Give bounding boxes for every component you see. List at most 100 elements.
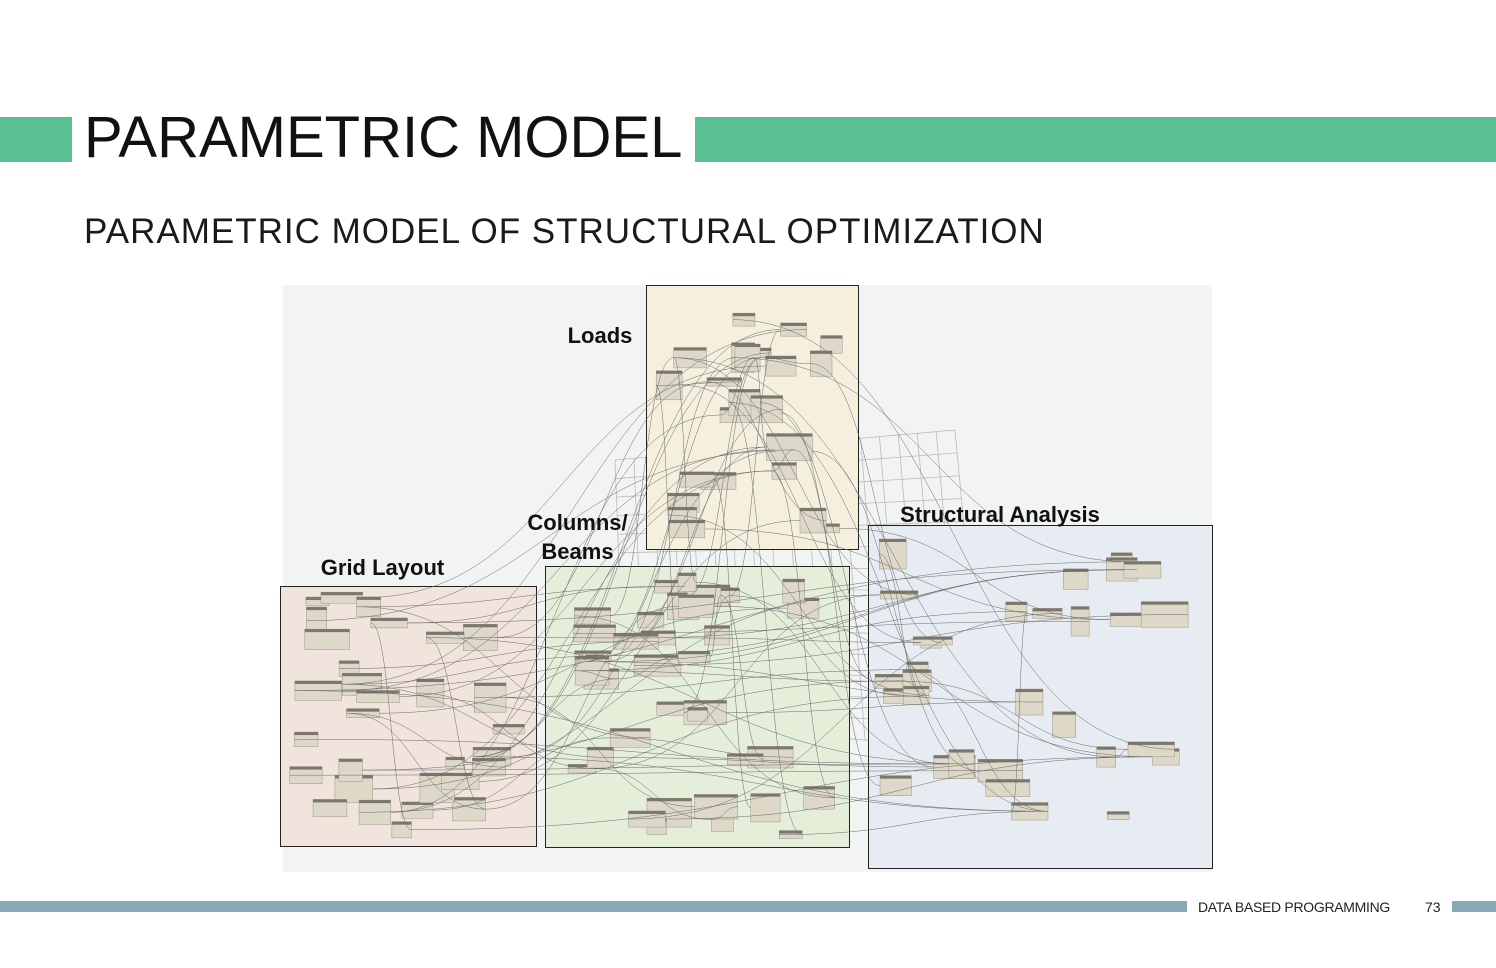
graph-wire — [497, 381, 707, 638]
graph-node-header — [338, 758, 363, 762]
graph-node-header — [669, 520, 705, 524]
graph-wire — [760, 402, 934, 768]
graph-node-header — [1111, 552, 1133, 556]
graph-node-header — [880, 590, 918, 594]
graph-wire — [339, 641, 659, 669]
graph-wire — [771, 470, 835, 799]
graph-wire — [714, 605, 1153, 758]
graph-node-header — [416, 679, 444, 683]
graph-wire — [656, 381, 742, 386]
graph-node-header — [687, 707, 708, 711]
graph-node-header — [294, 680, 342, 684]
graph-node-header — [694, 794, 738, 798]
graph-node-header — [637, 612, 664, 616]
graph-node-header — [750, 793, 781, 797]
graph-node-header — [304, 629, 350, 633]
graph-node-header — [766, 433, 813, 437]
graph-node-header — [820, 335, 843, 339]
graph-node-header — [678, 572, 697, 576]
graph-wire — [610, 737, 794, 758]
graph-wire — [668, 514, 930, 696]
graph-wire — [575, 611, 1027, 671]
graph-node-header — [426, 631, 465, 635]
footer-bar-left — [0, 901, 1187, 912]
graph-wire — [711, 806, 738, 820]
graph-node-header — [978, 759, 1023, 763]
graph-node-header — [1127, 741, 1175, 745]
page-subtitle: PARAMETRIC MODEL OF STRUCTURAL OPTIMIZAT… — [84, 212, 1045, 251]
graph-wire — [342, 329, 807, 685]
graph-node — [765, 355, 797, 377]
graph-wire — [1011, 611, 1028, 812]
graph-wire — [634, 614, 1189, 666]
graph-node-header — [463, 624, 498, 628]
graph-node-header — [474, 682, 507, 686]
graph-node-header — [305, 597, 329, 601]
graph-wire — [655, 385, 682, 666]
footer-bar-right — [1452, 901, 1496, 912]
graph-node-header — [1123, 561, 1161, 565]
graph-node-header — [732, 313, 755, 317]
graph-wire — [289, 770, 1023, 776]
graph-node-header — [306, 607, 327, 611]
graph-wire — [906, 669, 1049, 812]
graph-node-header — [1032, 608, 1063, 612]
graph-node-header — [906, 661, 929, 665]
graph-wire — [390, 446, 767, 813]
graph-wire — [728, 402, 803, 835]
graph-node-header — [634, 654, 681, 658]
graph-node-header — [313, 799, 347, 803]
graph-wire — [1115, 749, 1129, 758]
graph-node-header — [816, 523, 840, 527]
graph-node-header — [683, 700, 727, 704]
graph-wire — [779, 811, 1049, 835]
label-loads: Loads — [567, 323, 633, 348]
graph-wire — [473, 352, 772, 757]
graph-wire — [372, 470, 772, 790]
graph-wire — [411, 756, 1153, 830]
graph-node-header — [673, 347, 707, 351]
graph-node-header — [339, 660, 360, 664]
graph-wire — [732, 319, 1175, 750]
graph-node-header — [679, 471, 715, 475]
graph-wire — [781, 412, 876, 682]
graph-node-header — [720, 587, 740, 591]
graph-wire — [574, 615, 835, 799]
graph-node-header — [641, 630, 676, 634]
graph-wire — [675, 637, 921, 643]
graph-wire — [879, 553, 924, 697]
graph-wire — [359, 695, 924, 813]
graph-wire — [673, 357, 697, 583]
graph-node-header — [346, 708, 380, 712]
graph-node — [304, 628, 350, 650]
graph-node-header — [782, 579, 805, 583]
graph-node-header — [728, 389, 761, 393]
graph-node-header — [646, 798, 692, 802]
graph-wire — [362, 680, 903, 771]
graph-node — [750, 793, 781, 823]
graph-node-header — [574, 650, 612, 654]
graph-wire — [665, 756, 1153, 820]
graph-node-header — [948, 749, 975, 753]
graph-wire — [613, 757, 934, 768]
graph-wire — [603, 569, 1124, 662]
graph-wire — [575, 670, 619, 680]
graph-wire — [729, 329, 781, 596]
label-columns-beams: Columns/ Beams — [527, 510, 628, 564]
graph-node — [1063, 568, 1089, 590]
graph-node — [879, 775, 912, 796]
graph-wire — [342, 683, 614, 758]
graph-wire — [464, 329, 781, 764]
graph-wire — [810, 363, 942, 643]
graph-wire — [585, 357, 761, 662]
graph-node-header — [780, 322, 807, 326]
graph-wire — [610, 357, 674, 617]
graph-node-header — [654, 580, 685, 584]
graph-node-header — [704, 625, 730, 629]
graph-wire — [306, 449, 794, 622]
graph-node-header — [687, 584, 730, 588]
graph-node-header — [493, 724, 525, 728]
graph-node-header — [1052, 711, 1076, 715]
graph-wire — [704, 528, 1111, 620]
